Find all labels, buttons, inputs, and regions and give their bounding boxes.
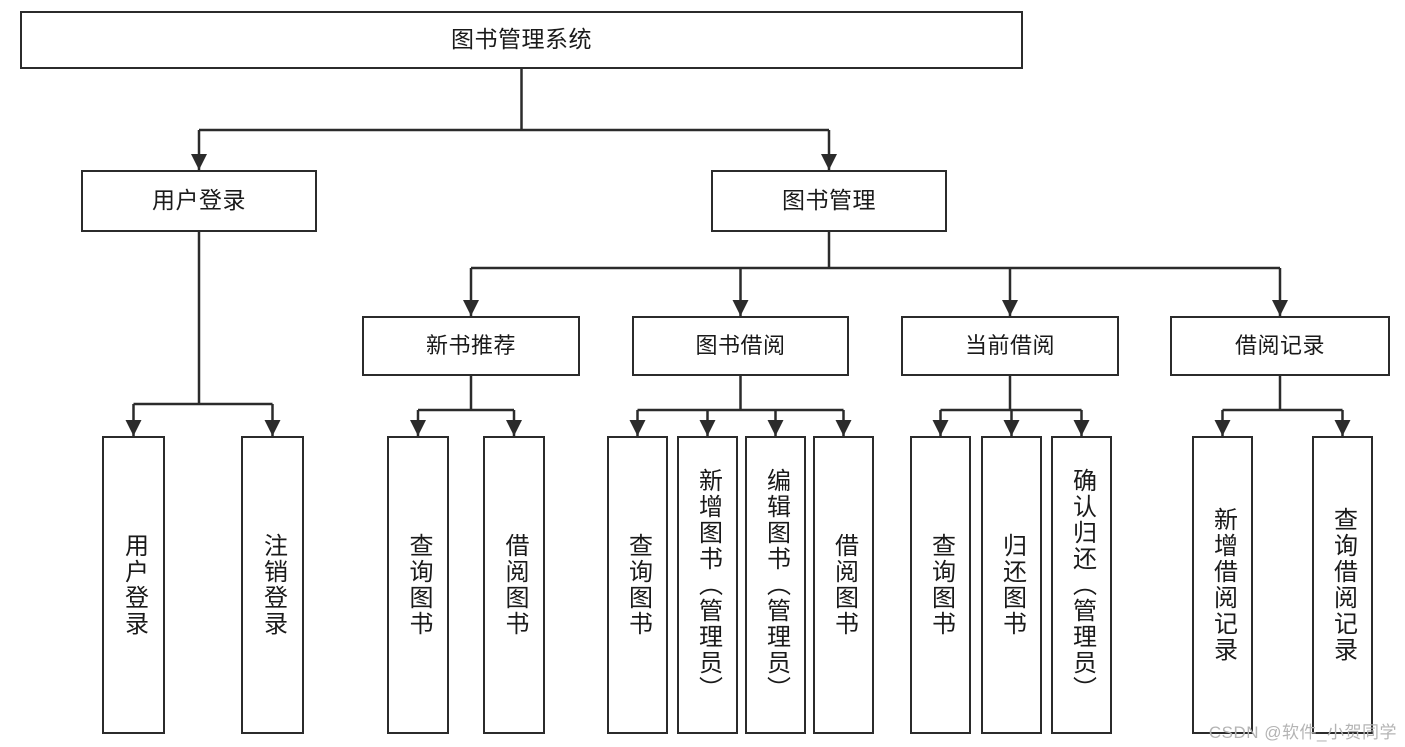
- node-leaf13[interactable]: 查询借阅记录: [1312, 436, 1373, 734]
- node-leaf10[interactable]: 归还图书: [981, 436, 1042, 734]
- node-leaf1[interactable]: 用户登录: [102, 436, 165, 734]
- arrowhead-records: [1272, 300, 1288, 316]
- node-label-leaf6: 新增图书（管理员）: [694, 468, 722, 702]
- node-leaf11[interactable]: 确认归还（管理员）: [1051, 436, 1112, 734]
- node-label-leaf3: 查询图书: [405, 533, 432, 637]
- arrowhead-leaf13: [1334, 420, 1351, 436]
- node-leaf8[interactable]: 借阅图书: [813, 436, 874, 734]
- arrowhead-new_rec: [463, 300, 479, 316]
- node-label-book_mgmt: 图书管理: [782, 187, 876, 214]
- node-label-leaf13: 查询借阅记录: [1329, 507, 1357, 663]
- arrowhead-leaf6: [699, 420, 716, 436]
- node-label-leaf11: 确认归还（管理员）: [1068, 468, 1096, 702]
- node-label-leaf5: 查询图书: [624, 533, 652, 637]
- node-leaf7[interactable]: 编辑图书（管理员）: [745, 436, 806, 734]
- node-leaf4[interactable]: 借阅图书: [483, 436, 545, 734]
- node-label-user_login: 用户登录: [152, 187, 246, 214]
- node-label-records: 借阅记录: [1234, 333, 1325, 359]
- arrowhead-leaf9: [932, 420, 949, 436]
- node-leaf6[interactable]: 新增图书（管理员）: [677, 436, 738, 734]
- node-label-leaf1: 用户登录: [120, 533, 148, 637]
- node-current[interactable]: 当前借阅: [901, 316, 1119, 376]
- node-leaf5[interactable]: 查询图书: [607, 436, 668, 734]
- node-records[interactable]: 借阅记录: [1170, 316, 1390, 376]
- arrowhead-book_mgmt: [821, 154, 837, 170]
- node-label-new_rec: 新书推荐: [425, 333, 516, 359]
- arrowhead-leaf2: [264, 420, 281, 436]
- node-label-current: 当前借阅: [964, 333, 1055, 359]
- node-label-leaf10: 归还图书: [998, 533, 1026, 637]
- node-borrow[interactable]: 图书借阅: [632, 316, 849, 376]
- node-leaf12[interactable]: 新增借阅记录: [1192, 436, 1253, 734]
- arrowhead-leaf10: [1003, 420, 1020, 436]
- arrowhead-leaf4: [506, 420, 522, 436]
- arrowhead-leaf7: [767, 420, 784, 436]
- node-label-leaf2: 注销登录: [259, 533, 287, 637]
- arrowhead-leaf11: [1073, 420, 1090, 436]
- node-leaf3[interactable]: 查询图书: [387, 436, 449, 734]
- node-label-leaf12: 新增借阅记录: [1209, 507, 1237, 663]
- node-label-leaf9: 查询图书: [927, 533, 955, 637]
- arrowhead-leaf1: [125, 420, 142, 436]
- arrowhead-leaf12: [1214, 420, 1231, 436]
- arrowhead-borrow: [732, 300, 749, 316]
- node-leaf2[interactable]: 注销登录: [241, 436, 304, 734]
- arrowhead-leaf8: [835, 420, 852, 436]
- arrowhead-user_login: [191, 154, 207, 170]
- node-label-leaf4: 借阅图书: [501, 533, 528, 637]
- node-label-leaf7: 编辑图书（管理员）: [762, 468, 790, 702]
- node-label-leaf8: 借阅图书: [830, 533, 858, 637]
- node-book_mgmt[interactable]: 图书管理: [711, 170, 947, 232]
- node-user_login[interactable]: 用户登录: [81, 170, 317, 232]
- node-label-borrow: 图书借阅: [695, 333, 786, 359]
- node-label-root: 图书管理系统: [451, 26, 592, 53]
- node-root[interactable]: 图书管理系统: [20, 11, 1023, 69]
- node-leaf9[interactable]: 查询图书: [910, 436, 971, 734]
- arrowhead-current: [1002, 300, 1018, 316]
- csdn-watermark: CSDN @软件_小贺同学: [1208, 723, 1397, 742]
- arrowhead-leaf3: [410, 420, 426, 436]
- arrowhead-leaf5: [629, 420, 646, 436]
- node-new_rec[interactable]: 新书推荐: [362, 316, 580, 376]
